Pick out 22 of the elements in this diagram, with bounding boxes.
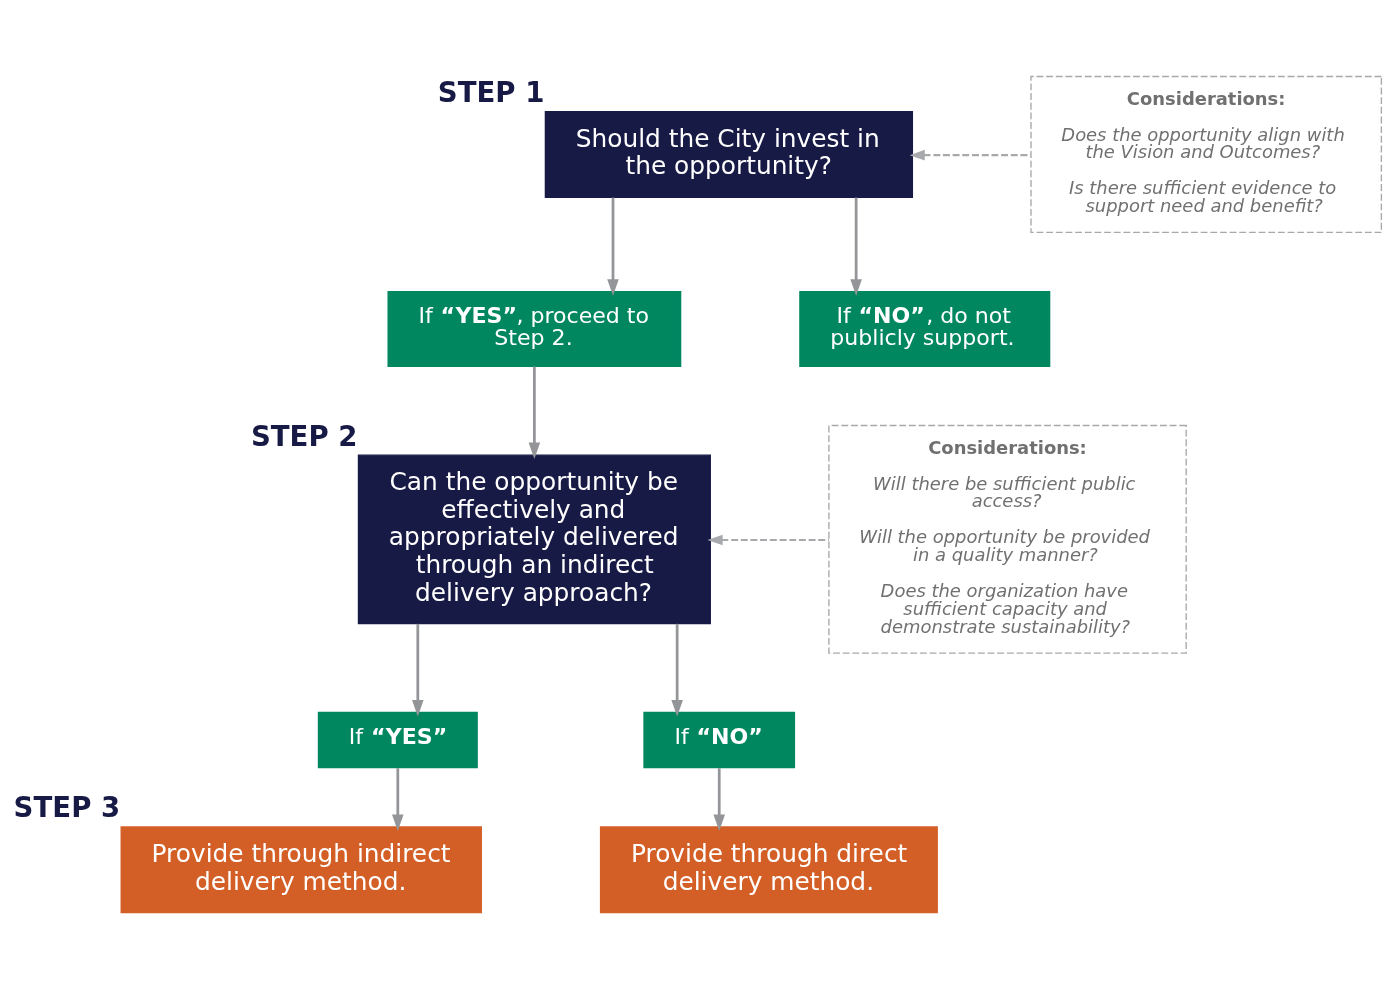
node-box: Considerations: Will there be sufficient public access? Will the opportunity be provided in a quality manner? Does the organization have sufficient capacity and demonstrate sustainability? [828, 424, 1187, 654]
arrow [392, 768, 404, 831]
node-box: Provide through direct delivery method. [599, 826, 938, 914]
arrow [528, 366, 541, 460]
node-label: STEP 1 [437, 76, 545, 110]
node-label: STEP 3 [13, 791, 121, 825]
node-box: Provide through indirect delivery method. [120, 826, 482, 914]
arrow [850, 197, 862, 296]
arrow [671, 623, 683, 717]
node-box: If “YES”, proceed to Step 2. [387, 291, 682, 367]
node-box: If “YES” [317, 711, 478, 769]
node-label: STEP 2 [250, 419, 358, 453]
arrow [909, 149, 1031, 161]
arrow [713, 768, 726, 831]
arrow [607, 197, 619, 296]
arrow [412, 623, 424, 717]
node-box: If “NO”, do not publicly support. [799, 291, 1051, 367]
node-box: Can the opportunity be effectively and appropriately delivered through an indirect delivery approach? [357, 454, 711, 625]
node-box: Should the City invest in the opportunity? [544, 111, 914, 198]
node-box: If “NO” [643, 711, 796, 769]
node-box: Considerations: Does the opportunity align with the Vision and Outcomes? Is there sufficient evidence to support need and benefit? [1030, 75, 1383, 234]
arrow [707, 534, 829, 546]
